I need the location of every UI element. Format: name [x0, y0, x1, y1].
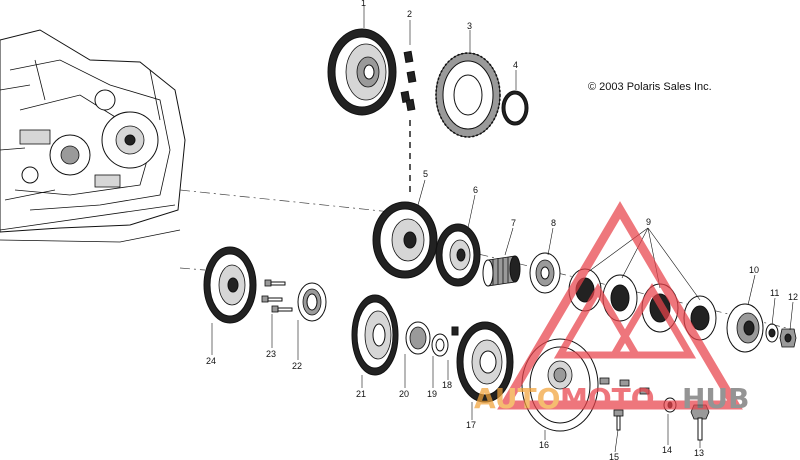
callout-20: 20: [399, 389, 409, 399]
callout-24: 24: [206, 356, 216, 366]
part-17-gear: [456, 321, 514, 403]
watermark-triangle-outer: [497, 201, 743, 410]
part-15-screws: [599, 377, 650, 431]
part-22-seal: [297, 282, 327, 322]
callout-3: 3: [467, 21, 472, 31]
callout-2: 2: [407, 9, 412, 19]
callout-11: 11: [770, 288, 779, 298]
callout-9: 9: [646, 217, 651, 227]
callout-13: 13: [694, 448, 704, 458]
part-20-ring: [405, 321, 431, 355]
callout-4: 4: [513, 60, 518, 70]
callout-17: 17: [466, 420, 476, 430]
part-8-bushing: [529, 252, 561, 294]
watermark-logo: AUTO MOTO HUB: [474, 201, 750, 415]
part-7-bearing: [482, 255, 521, 287]
callout-22: 22: [292, 361, 302, 371]
part-11-washer: [765, 323, 779, 343]
part-12-nut: [779, 328, 797, 348]
callout-19: 19: [427, 389, 437, 399]
callout-5: 5: [423, 169, 428, 179]
part-3-gear: [435, 52, 501, 138]
watermark-text-hub: HUB: [682, 382, 750, 415]
part-24-gear: [203, 246, 257, 324]
part-6-gear: [435, 223, 481, 287]
callout-14: 14: [662, 445, 672, 455]
callout-6: 6: [473, 185, 478, 195]
callout-12: 12: [788, 292, 798, 302]
watermark-text-auto: AUTO: [474, 382, 560, 415]
copyright-notice: © 2003 Polaris Sales Inc.: [588, 81, 712, 93]
callout-10: 10: [749, 265, 759, 275]
part-4-ring: [501, 90, 529, 126]
callout-23: 23: [266, 349, 276, 359]
part-5-gear: [372, 201, 438, 279]
engine-block: [0, 29, 186, 243]
callout-8: 8: [551, 218, 556, 228]
callout-labels: 1 2 3 4 5 6 7 8 9 10 11 12 13 14 15 16 1…: [206, 0, 798, 460]
part-1-gear: [327, 28, 397, 116]
callout-18: 18: [442, 380, 452, 390]
watermark-triangle-left: [553, 283, 643, 359]
part-10-hub: [726, 303, 764, 353]
callout-16: 16: [539, 440, 549, 450]
callout-7: 7: [511, 218, 516, 228]
part-23-bolts: [261, 279, 293, 313]
part-2-pins: [400, 50, 417, 112]
callout-21: 21: [356, 389, 366, 399]
watermark-triangle-right: [607, 283, 697, 359]
alignment-axis-upper: [179, 189, 421, 216]
part-18-pin: [451, 326, 459, 336]
watermark-text-moto: MOTO: [560, 382, 655, 415]
part-19-washer: [431, 333, 449, 357]
alignment-axis-lower: [179, 267, 206, 271]
callout-15: 15: [609, 452, 619, 460]
callout-1: 1: [361, 0, 366, 8]
part-21-gear: [351, 294, 399, 376]
